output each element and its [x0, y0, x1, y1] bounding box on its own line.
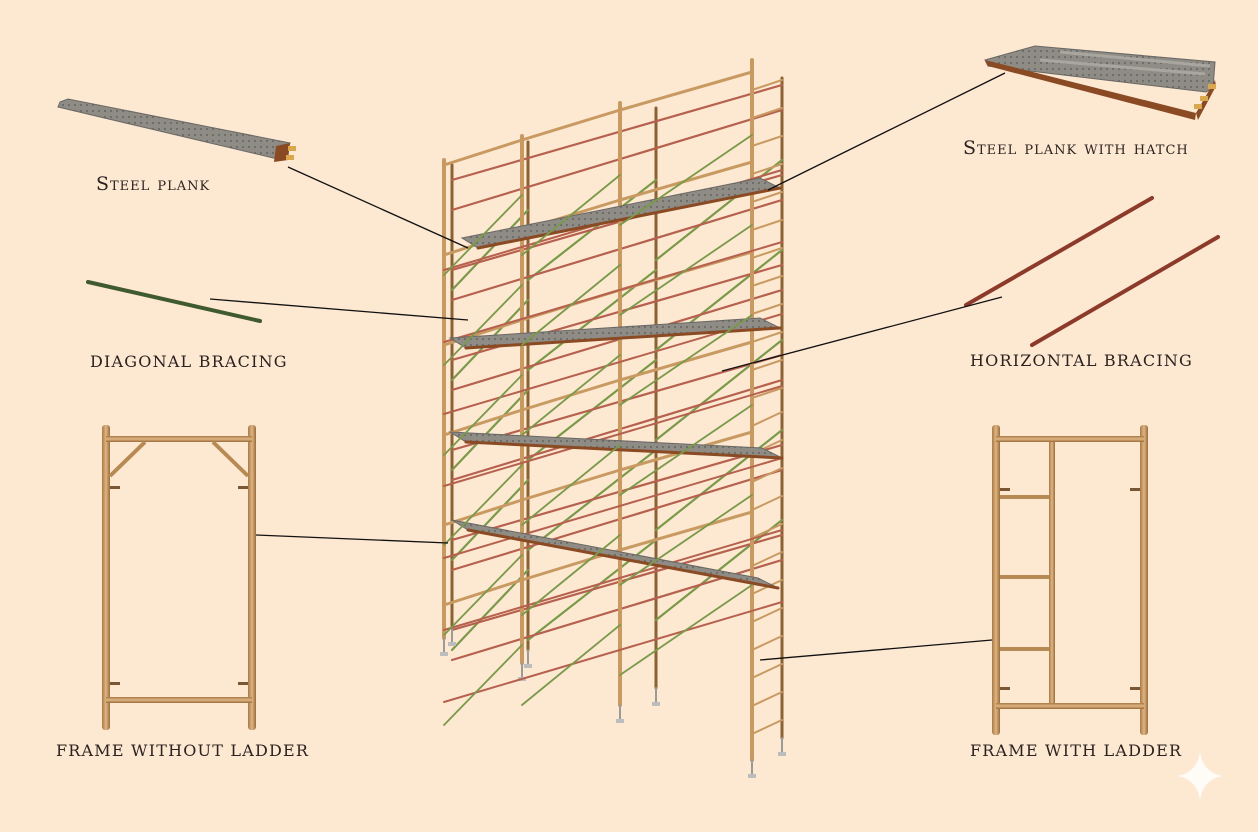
ladder-rung — [751, 247, 783, 259]
leader-steel-plank — [287, 166, 469, 249]
plank-edge — [464, 440, 784, 460]
label-horizontal-bracing: horizontal bracing — [970, 351, 1194, 370]
ladder-rung — [751, 607, 783, 623]
horizontal-brace — [443, 601, 783, 703]
frame-without-ladder-component — [102, 425, 256, 730]
base-plate — [748, 774, 756, 778]
leader-lines — [209, 72, 1006, 661]
ladder-rung — [751, 663, 783, 679]
diagonal-brace — [619, 494, 753, 586]
ladder-rung — [751, 411, 783, 427]
steel-plank-deck — [448, 317, 782, 349]
horizontal-brace — [450, 533, 784, 632]
horizontal-brace — [450, 108, 784, 212]
horizontal-brace — [450, 83, 784, 182]
diagonal-brace — [521, 174, 621, 256]
label-frame-without-ladder: frame without ladder — [56, 741, 310, 760]
plank-edge — [466, 528, 780, 590]
ladder-rung — [751, 467, 783, 483]
leader-frame-without-ladder — [255, 534, 449, 544]
horizontal-bracing-component — [964, 196, 1220, 347]
steel-plank-with-hatch-component — [984, 45, 1216, 120]
label-diagonal-bracing: diagonal bracing — [90, 352, 288, 371]
diagonal-brace — [619, 134, 753, 226]
steel-plank-component — [57, 98, 296, 162]
diagonal-brace — [450, 388, 530, 472]
ladder-rung — [751, 387, 783, 399]
horizontal-brace — [443, 241, 783, 343]
horizontal-brace — [450, 198, 784, 302]
horizontal-brace — [450, 353, 784, 452]
frame-bar — [442, 138, 524, 167]
diagonal-brace — [450, 208, 530, 292]
ladder-rung — [751, 79, 783, 91]
diagonal-bracing-component — [86, 280, 262, 323]
diagonal-brace — [443, 194, 523, 276]
ladder-rung — [751, 219, 783, 231]
leader-diagonal-bracing — [209, 298, 469, 321]
base-plate — [440, 652, 448, 656]
diagonal-brace — [521, 444, 621, 526]
ladder-rung — [751, 691, 783, 707]
frame-bar — [618, 70, 754, 112]
diagonal-brace — [521, 264, 621, 346]
ladder-rung — [751, 523, 783, 539]
ladder-rung — [751, 551, 783, 567]
horizontal-brace — [443, 529, 783, 631]
diagonal-brace — [521, 354, 621, 436]
ladder-rung — [751, 359, 783, 371]
diagonal-brace — [443, 374, 523, 456]
ladder-rung — [751, 107, 783, 119]
diagonal-brace — [619, 584, 753, 676]
diagonal-brace — [654, 428, 784, 532]
diagonal-brace — [443, 284, 523, 366]
horizontal-brace — [443, 385, 783, 487]
ladder-rung — [751, 719, 783, 735]
diagonal-brace — [619, 314, 753, 406]
leader-horizontal-bracing — [721, 296, 1003, 372]
label-steel-plank-with-hatch: Steel plank with hatch — [963, 137, 1189, 159]
frame-bar — [520, 108, 622, 142]
label-frame-with-ladder: frame with ladder — [970, 741, 1183, 760]
diagonal-brace — [619, 404, 753, 496]
sparkle-icon — [1178, 752, 1222, 800]
leader-frame-with-ladder — [759, 639, 993, 661]
scaffold-assembly — [440, 58, 786, 778]
base-plate — [524, 664, 532, 668]
base-plate — [652, 702, 660, 706]
frame-bar — [618, 510, 754, 552]
base-plate — [778, 752, 786, 756]
diagonal-brace — [443, 644, 523, 726]
ladder-rung — [751, 635, 783, 651]
frame-bar — [442, 578, 524, 607]
ladder-rung — [751, 495, 783, 511]
horizontal-brace — [450, 378, 784, 482]
ladder-rung — [751, 163, 783, 175]
horizontal-brace — [443, 457, 783, 559]
diagonal-brace — [619, 224, 753, 316]
ladder-rung — [751, 135, 783, 147]
base-plate — [448, 642, 456, 646]
diagonal-brace — [521, 534, 621, 616]
base-plate — [616, 719, 624, 723]
ladder-rung — [751, 303, 783, 315]
label-steel-plank: Steel plank — [96, 173, 211, 195]
diagonal-brace — [443, 554, 523, 636]
diagonal-brace — [450, 478, 530, 562]
ladder-rung — [751, 275, 783, 287]
diagonal-brace — [521, 624, 621, 706]
frame-with-ladder-component — [992, 425, 1148, 735]
diagonal-brace — [654, 338, 784, 442]
diagonal-brace — [443, 464, 523, 546]
horizontal-brace — [450, 288, 784, 392]
horizontal-brace — [450, 443, 784, 542]
frame-bar — [442, 408, 524, 437]
leader-steel-plank-hatch — [767, 72, 1006, 191]
horizontal-brace — [450, 468, 784, 572]
ladder-rung — [751, 191, 783, 203]
ladder-rung — [751, 331, 783, 343]
